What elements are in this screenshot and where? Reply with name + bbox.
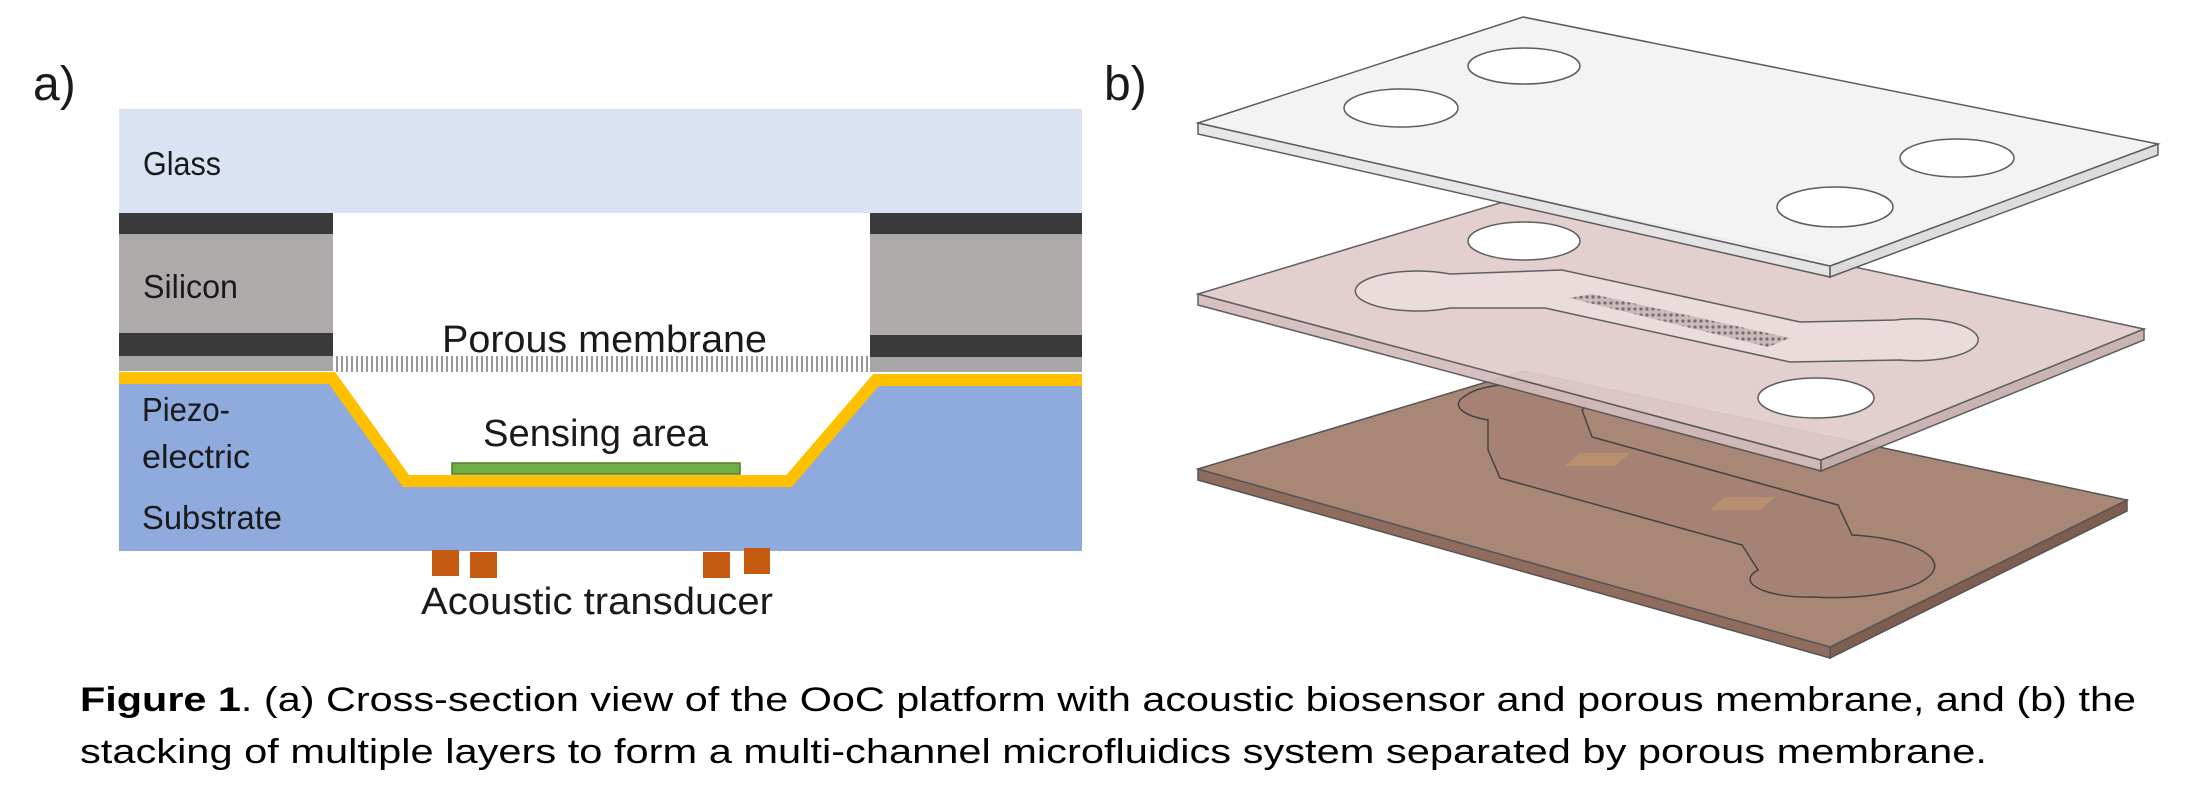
port-hole [1757, 377, 1875, 419]
port-hole [1899, 138, 2015, 178]
middle-plate [1195, 195, 2147, 473]
port-hole [1467, 47, 1581, 85]
membrane-support [870, 357, 1082, 372]
substrate-label: Substrate [142, 499, 282, 536]
silicon-label: Silicon [143, 268, 238, 305]
porous-membrane-grid [1569, 294, 1790, 347]
transducer-electrode [703, 552, 730, 578]
caption-line-1: . (a) Cross-section view of the OoC plat… [241, 681, 2136, 719]
porous-membrane [333, 356, 870, 372]
port-hole [1343, 88, 1459, 128]
sensing-area [451, 462, 741, 475]
electric-label: electric [142, 438, 250, 475]
port-hole [1776, 186, 1894, 228]
membrane-support [119, 356, 333, 371]
bond-layer [870, 213, 1082, 234]
porous-membrane-label: Porous membrane [442, 319, 767, 361]
port-hole [1467, 221, 1581, 261]
transducer-label: Acoustic transducer [421, 581, 773, 623]
panel-a-cross-section: a) Glass Silicon Porous membrane Piezo- … [33, 58, 1082, 623]
bottom-plate [1195, 370, 2130, 660]
svg-text:Figure 1. (a) Cross-section vi: Figure 1. (a) Cross-section view of the … [80, 681, 2136, 719]
transducer-electrode [470, 552, 497, 578]
sensing-area-label: Sensing area [483, 413, 709, 455]
panel-a-label: a) [33, 58, 76, 111]
panel-b-label: b) [1104, 58, 1147, 111]
glass-label: Glass [143, 145, 221, 182]
silicon-layer [870, 234, 1082, 335]
figure-caption: Figure 1. (a) Cross-section view of the … [80, 681, 2136, 771]
caption-figure-number: Figure 1 [80, 681, 241, 719]
bond-layer [119, 213, 333, 234]
bond-layer [119, 333, 333, 356]
transducer-electrode [432, 550, 459, 576]
silicon-layer [119, 234, 333, 333]
transducer-electrode [744, 548, 770, 574]
glass-layer [119, 109, 1082, 213]
panel-b-stack: b) [1104, 16, 2161, 660]
piezo-label: Piezo- [142, 391, 230, 428]
bond-layer [870, 335, 1082, 357]
top-plate [1195, 16, 2161, 279]
electrode-layer [119, 372, 1082, 487]
caption-line-2: stacking of multiple layers to form a mu… [80, 733, 1987, 771]
